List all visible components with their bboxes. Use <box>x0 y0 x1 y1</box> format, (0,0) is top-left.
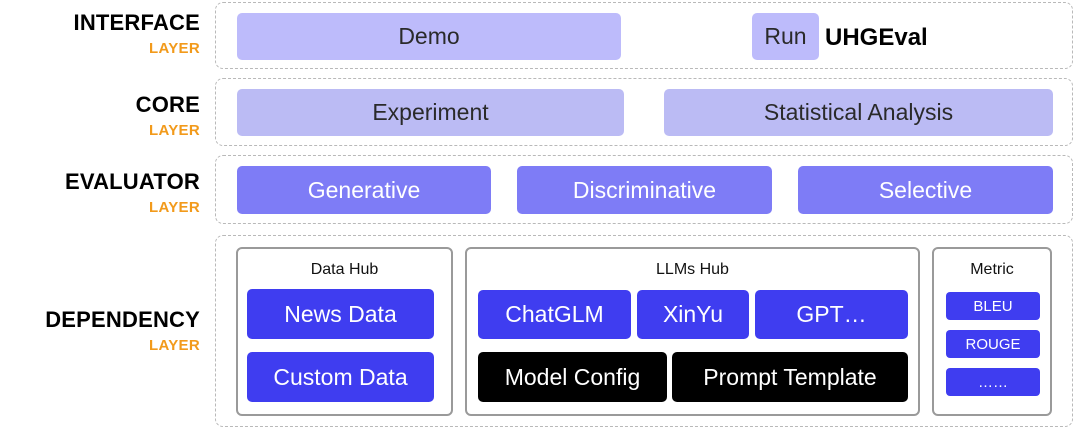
statistical-analysis-box: Statistical Analysis <box>664 89 1053 136</box>
metric-more-box: …… <box>946 368 1040 396</box>
dependency-layer-box <box>215 235 1073 427</box>
evaluator-layer-sub: LAYER <box>149 199 200 216</box>
experiment-box: Experiment <box>237 89 624 136</box>
custom-data-box: Custom Data <box>247 352 434 402</box>
llms-hub-title: LLMs Hub <box>656 261 729 278</box>
bleu-box: BLEU <box>946 292 1040 320</box>
dependency-layer-name: DEPENDENCY <box>45 307 200 332</box>
chatglm-box: ChatGLM <box>478 290 631 339</box>
data-hub-title: Data Hub <box>310 261 379 278</box>
generative-box: Generative <box>237 166 491 214</box>
uhgeval-brand: UHGEval <box>825 24 928 51</box>
interface-layer-sub: LAYER <box>149 40 200 57</box>
evaluator-layer-box <box>215 155 1073 224</box>
interface-layer-name: INTERFACE <box>73 10 200 35</box>
core-layer-sub: LAYER <box>149 122 200 139</box>
interface-layer-box <box>215 2 1073 69</box>
metric-title: Metric <box>970 261 1014 278</box>
news-data-box: News Data <box>247 289 434 339</box>
discriminative-box: Discriminative <box>517 166 772 214</box>
dependency-layer-label: DEPENDENCY LAYER <box>0 307 200 354</box>
core-layer-label: CORE LAYER <box>0 92 200 139</box>
xinyu-box: XinYu <box>637 290 749 339</box>
gpt-box: GPT… <box>755 290 908 339</box>
demo-box: Demo <box>237 13 621 60</box>
evaluator-layer-label: EVALUATOR LAYER <box>0 169 200 216</box>
selective-box: Selective <box>798 166 1053 214</box>
rouge-box: ROUGE <box>946 330 1040 358</box>
interface-layer-label: INTERFACE LAYER <box>0 10 200 57</box>
prompt-template-box: Prompt Template <box>672 352 908 402</box>
evaluator-layer-name: EVALUATOR <box>64 169 200 194</box>
run-box: Run <box>752 13 819 60</box>
model-config-box: Model Config <box>478 352 667 402</box>
core-layer-box <box>215 78 1073 146</box>
dependency-layer-sub: LAYER <box>149 337 200 354</box>
core-layer-name: CORE <box>135 92 200 117</box>
